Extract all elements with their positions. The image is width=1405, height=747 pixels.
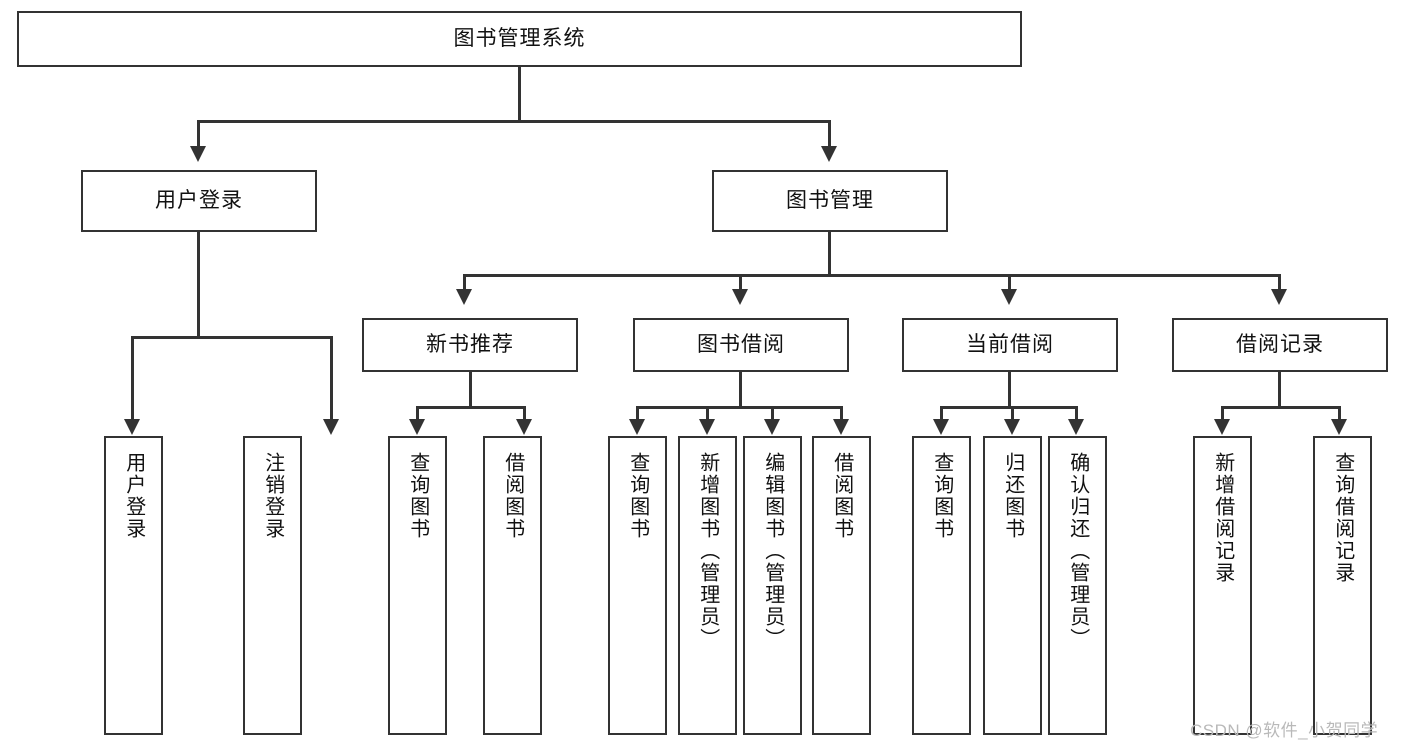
leaf-label: 查询图书: [626, 452, 649, 540]
node-new-book-recommend[interactable]: 新书推荐: [362, 318, 578, 372]
arrow-book-mgmt-to-borrow-record: [1271, 289, 1287, 305]
connector-user-login-bar: [131, 336, 333, 339]
arrow-user-login-leaf1: [124, 419, 140, 435]
node-current-borrow[interactable]: 当前借阅: [902, 318, 1118, 372]
node-borrow-record[interactable]: 借阅记录: [1172, 318, 1388, 372]
arrow-current-borrow-leaf2: [1004, 419, 1020, 435]
leaf-current-borrow-query[interactable]: 查询图书: [912, 436, 971, 735]
arrow-borrow-record-leaf1: [1214, 419, 1230, 435]
connector-book-mgmt-to-book-borrow: [739, 274, 742, 300]
leaf-book-borrow-query[interactable]: 查询图书: [608, 436, 667, 735]
arrow-root-to-book-mgmt: [821, 146, 837, 162]
leaf-borrow-record-add[interactable]: 新增借阅记录: [1193, 436, 1252, 735]
leaf-new-book-borrow[interactable]: 借阅图书: [483, 436, 542, 735]
leaf-label: 注销登录: [261, 452, 284, 540]
leaf-current-borrow-confirm-return[interactable]: 确认归还（管理员）: [1048, 436, 1107, 735]
node-label: 用户登录: [155, 188, 243, 212]
arrow-book-mgmt-to-book-borrow: [732, 289, 748, 305]
connector-current-borrow-bar: [940, 406, 1077, 409]
connector-root-bar: [197, 120, 831, 123]
node-book-management[interactable]: 图书管理: [712, 170, 948, 232]
connector-book-mgmt-bar: [463, 274, 1278, 277]
connector-current-borrow-leaf2: [1011, 406, 1014, 422]
connector-root-stem: [518, 67, 521, 121]
connector-new-book-bar: [416, 406, 526, 409]
leaf-label: 借阅图书: [501, 452, 524, 540]
leaf-label: 新增借阅记录: [1211, 452, 1234, 584]
connector-new-book-leaf2: [523, 406, 526, 422]
leaf-new-book-query[interactable]: 查询图书: [388, 436, 447, 735]
leaf-label: 编辑图书（管理员）: [761, 452, 784, 650]
leaf-label: 查询借阅记录: [1331, 452, 1354, 584]
connector-borrow-record-stem: [1278, 372, 1281, 408]
connector-new-book-leaf1: [416, 406, 419, 422]
node-label: 当前借阅: [966, 332, 1054, 356]
node-label: 图书管理: [786, 188, 874, 212]
arrow-root-to-user-login: [190, 146, 206, 162]
node-book-borrow[interactable]: 图书借阅: [633, 318, 849, 372]
arrow-borrow-record-leaf2: [1331, 419, 1347, 435]
connector-borrow-record-leaf2: [1338, 406, 1341, 422]
arrow-book-borrow-leaf1: [629, 419, 645, 435]
leaf-label: 借阅图书: [830, 452, 853, 540]
arrow-book-mgmt-to-current-borrow: [1001, 289, 1017, 305]
connector-current-borrow-leaf3: [1075, 406, 1078, 422]
connector-book-borrow-leaf3: [771, 406, 774, 422]
connector-borrow-record-bar: [1221, 406, 1341, 409]
arrow-current-borrow-leaf1: [933, 419, 949, 435]
connector-root-to-book-mgmt: [828, 120, 831, 147]
connector-new-book-stem: [469, 372, 472, 408]
arrow-book-borrow-leaf4: [833, 419, 849, 435]
arrow-new-book-leaf2: [516, 419, 532, 435]
node-user-login[interactable]: 用户登录: [81, 170, 317, 232]
leaf-label: 归还图书: [1001, 452, 1024, 540]
connector-user-login-leaf2: [330, 336, 333, 420]
node-label: 图书管理系统: [453, 26, 586, 50]
connector-borrow-record-leaf1: [1221, 406, 1224, 422]
leaf-book-borrow-borrow[interactable]: 借阅图书: [812, 436, 871, 735]
arrow-current-borrow-leaf3: [1068, 419, 1084, 435]
arrow-user-login-leaf2: [323, 419, 339, 435]
arrow-book-borrow-leaf2: [699, 419, 715, 435]
leaf-label: 查询图书: [406, 452, 429, 540]
connector-user-login-leaf1: [131, 336, 134, 420]
arrow-book-borrow-leaf3: [764, 419, 780, 435]
leaf-label: 新增图书（管理员）: [696, 452, 719, 650]
leaf-label: 用户登录: [122, 452, 145, 540]
connector-current-borrow-stem: [1008, 372, 1011, 408]
connector-book-borrow-leaf4: [840, 406, 843, 422]
connector-book-mgmt-to-borrow-record: [1278, 274, 1281, 300]
leaf-user-login-logout[interactable]: 注销登录: [243, 436, 302, 735]
connector-root-to-user-login: [197, 120, 200, 147]
connector-book-mgmt-stem: [828, 232, 831, 276]
node-label: 新书推荐: [426, 332, 514, 356]
node-root-system[interactable]: 图书管理系统: [17, 11, 1022, 67]
leaf-current-borrow-return[interactable]: 归还图书: [983, 436, 1042, 735]
watermark-csdn: CSDN @软件_小贺同学: [1190, 721, 1379, 740]
connector-book-borrow-leaf1: [636, 406, 639, 422]
leaf-book-borrow-edit[interactable]: 编辑图书（管理员）: [743, 436, 802, 735]
leaf-label: 查询图书: [930, 452, 953, 540]
leaf-user-login-login[interactable]: 用户登录: [104, 436, 163, 735]
connector-book-mgmt-to-current-borrow: [1008, 274, 1011, 300]
arrow-new-book-leaf1: [409, 419, 425, 435]
node-label: 借阅记录: [1236, 332, 1324, 356]
node-label: 图书借阅: [697, 332, 785, 356]
connector-book-mgmt-to-new-book: [463, 274, 466, 300]
arrow-book-mgmt-to-new-book: [456, 289, 472, 305]
leaf-book-borrow-add[interactable]: 新增图书（管理员）: [678, 436, 737, 735]
connector-user-login-stem: [197, 232, 200, 338]
connector-book-borrow-stem: [739, 372, 742, 408]
leaf-borrow-record-query[interactable]: 查询借阅记录: [1313, 436, 1372, 735]
connector-current-borrow-leaf1: [940, 406, 943, 422]
leaf-label: 确认归还（管理员）: [1066, 452, 1089, 650]
connector-book-borrow-bar: [636, 406, 843, 409]
connector-book-borrow-leaf2: [706, 406, 709, 422]
